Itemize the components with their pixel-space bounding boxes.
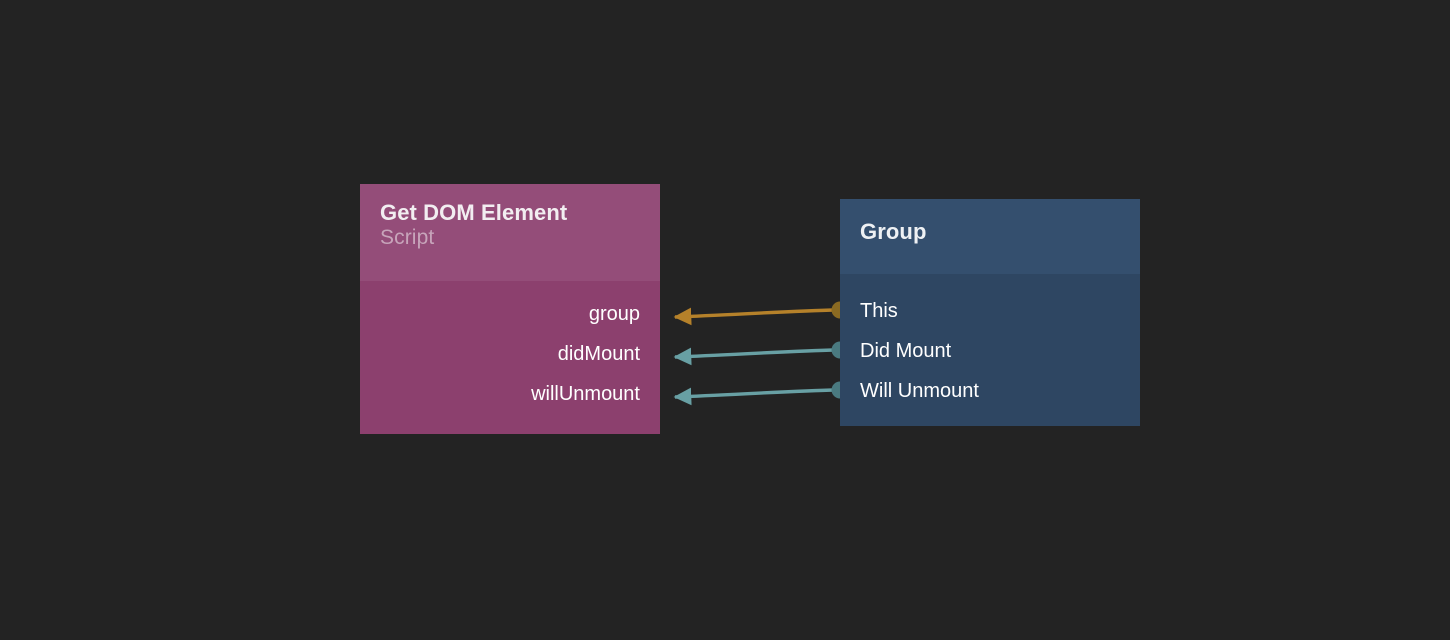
output-port-label: group (588, 303, 640, 325)
input-port-this[interactable]: This (840, 298, 1140, 324)
input-port-will-unmount[interactable]: Will Unmount (840, 378, 1140, 404)
node-group[interactable]: Group This Did Mount Will Unmount (840, 199, 1140, 426)
output-port-group[interactable]: group (360, 301, 660, 327)
node-body-group: This Did Mount Will Unmount (840, 274, 1140, 426)
node-header-get-dom-element[interactable]: Get DOM Element Script (360, 184, 660, 281)
node-body-get-dom-element: group didMount willUnmount (360, 281, 660, 434)
node-title: Group (860, 219, 927, 244)
output-port-label: didMount (557, 343, 640, 365)
node-get-dom-element[interactable]: Get DOM Element Script group didMount wi… (360, 184, 660, 434)
output-port-willunmount[interactable]: willUnmount (360, 381, 660, 407)
node-title: Get DOM Element (380, 200, 568, 225)
link-this-to-group (673, 307, 837, 326)
output-port-label: willUnmount (531, 383, 640, 405)
link-did-mount-to-didmount (673, 347, 837, 366)
link-will-unmount-to-willunmount (673, 387, 837, 406)
input-port-label: Will Unmount (860, 380, 979, 402)
node-subtitle: Script (380, 225, 435, 249)
node-header-group[interactable]: Group (840, 199, 1140, 274)
output-port-didmount[interactable]: didMount (360, 341, 660, 367)
input-port-label: Did Mount (860, 340, 952, 362)
input-port-did-mount[interactable]: Did Mount (840, 338, 1140, 364)
input-port-label: This (860, 300, 898, 322)
